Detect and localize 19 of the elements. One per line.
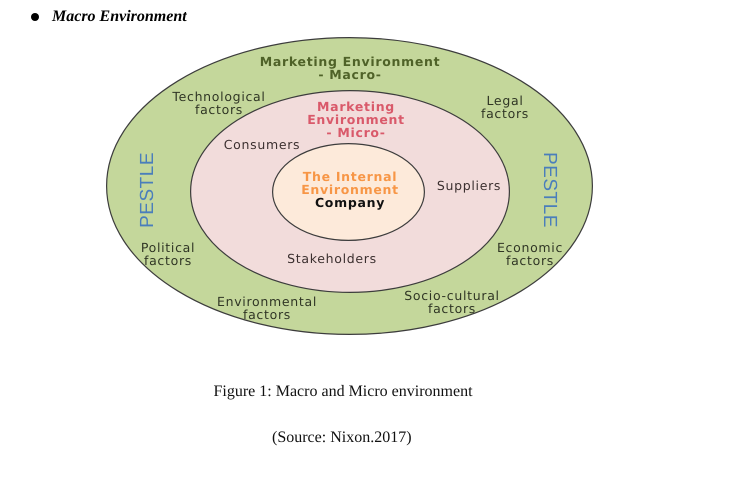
factor-label: Economic factors (496, 241, 564, 267)
factor-label: Legal factors (480, 94, 530, 120)
stakeholder-label: Consumers (224, 138, 300, 151)
pestle-label: PESTLE (138, 152, 158, 228)
outer-ellipse (106, 37, 593, 335)
figure-caption: Figure 1: Macro and Micro environment (214, 382, 473, 401)
factor-label: Environmental factors (216, 295, 318, 321)
stakeholder-label: Stakeholders (287, 252, 377, 265)
source-note: (Source: Nixon.2017) (272, 428, 412, 447)
section-heading: Macro Environment (52, 7, 187, 26)
pestle-label: PESTLE (539, 152, 559, 228)
ring-heading: Marketing Environment - Micro- (306, 100, 406, 139)
company-label: Company (314, 196, 386, 209)
ring-heading: The Internal Environment (300, 170, 400, 196)
factor-label: Technological factors (172, 90, 266, 116)
ring-heading: Marketing Environment - Macro- (259, 55, 441, 81)
factor-label: Socio-cultural factors (404, 289, 500, 315)
stakeholder-label: Suppliers (436, 179, 502, 192)
factor-label: Political factors (140, 241, 196, 267)
